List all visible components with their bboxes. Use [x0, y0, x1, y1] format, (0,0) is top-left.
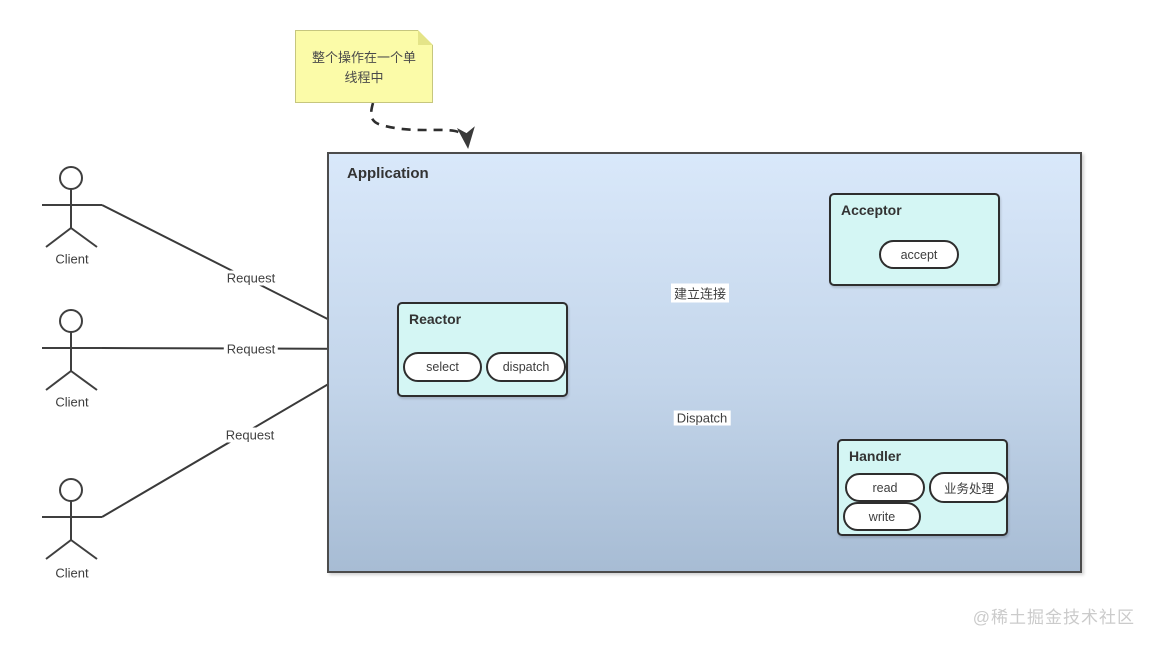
edge-label-request-1: Request	[223, 270, 279, 286]
client-label-2: Client	[55, 394, 89, 410]
handler-title: Handler	[849, 448, 902, 464]
client-actor-3	[42, 478, 102, 560]
note-fold-corner	[418, 30, 433, 45]
reactor-op-select: select	[403, 352, 482, 382]
application-title: Application	[347, 165, 429, 182]
note-arrow	[369, 102, 475, 149]
reactor-title: Reactor	[409, 311, 462, 327]
node-acceptor: Acceptor accept	[829, 193, 1000, 286]
sticky-note: 整个操作在一个单线程中	[295, 30, 433, 103]
reactor-op-dispatch: dispatch	[486, 352, 566, 382]
acceptor-title: Acceptor	[841, 202, 902, 218]
client-actor-2	[42, 309, 102, 391]
client-label-1: Client	[55, 251, 89, 267]
node-handler: Handler read 业务处理 write	[837, 439, 1009, 536]
edge-label-dispatch: Dispatch	[673, 410, 731, 426]
actor-head	[59, 166, 83, 190]
handler-op-business: 业务处理	[929, 472, 1009, 503]
note-text: 整个操作在一个单线程中	[311, 50, 416, 85]
actor-head	[59, 478, 83, 502]
client-actor-1	[42, 166, 102, 248]
handler-op-read: read	[845, 473, 925, 502]
client-label-3: Client	[55, 565, 89, 581]
actor-head	[59, 309, 83, 333]
node-reactor: Reactor select dispatch	[397, 302, 568, 397]
edge-label-request-2: Request	[223, 341, 279, 357]
edge-label-request-3: Request	[222, 427, 278, 443]
handler-op-write: write	[843, 502, 921, 531]
acceptor-op-accept: accept	[879, 240, 959, 269]
watermark: @稀土掘金技术社区	[972, 608, 1135, 627]
edge-label-establish-connection: 建立连接	[670, 283, 730, 303]
